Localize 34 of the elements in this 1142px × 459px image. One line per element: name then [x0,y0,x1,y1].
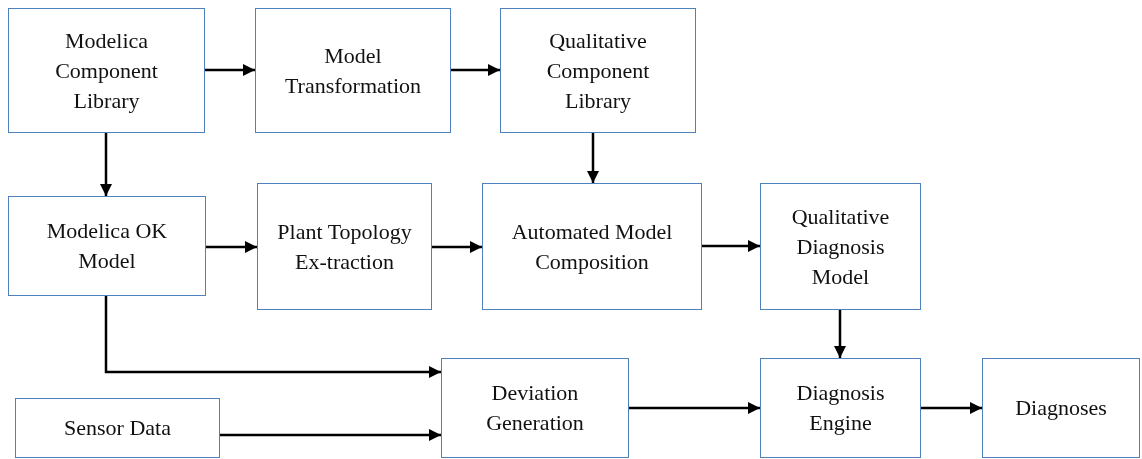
arrow [220,428,441,442]
arrow [629,401,760,415]
arrow [451,63,500,77]
arrow [206,240,257,254]
process-box [482,183,702,310]
process-box [8,8,205,133]
process-box [441,358,629,458]
process-box [760,183,921,310]
process-box [982,358,1140,458]
arrow [432,240,482,254]
node-label: Automated Model Composition [510,217,674,276]
arrow [104,296,441,379]
node-label: Qualitative Component Library [545,26,651,115]
arrow [921,401,982,415]
node-label: Model Transformation [283,41,423,100]
arrow [205,63,255,77]
node-label: Diagnoses [1015,394,1107,422]
arrow [99,133,113,196]
process-box [257,183,432,310]
process-box [8,196,206,296]
process-box [255,8,451,133]
node-label: Deviation Generation [485,379,585,437]
arrow [702,239,760,253]
node-label: Plant Topology Ex-traction [276,217,413,276]
arrow [586,133,600,183]
node-label: Modelica OK Model [45,217,169,275]
node-label: Qualitative Diagnosis Model [790,202,891,291]
node-label: Modelica Component Library [54,26,159,115]
process-box [760,358,921,458]
process-box [15,398,220,458]
node-label: Diagnosis Engine [795,379,886,437]
node-label: Sensor Data [64,414,171,442]
arrow [833,310,847,358]
process-box [500,8,696,133]
